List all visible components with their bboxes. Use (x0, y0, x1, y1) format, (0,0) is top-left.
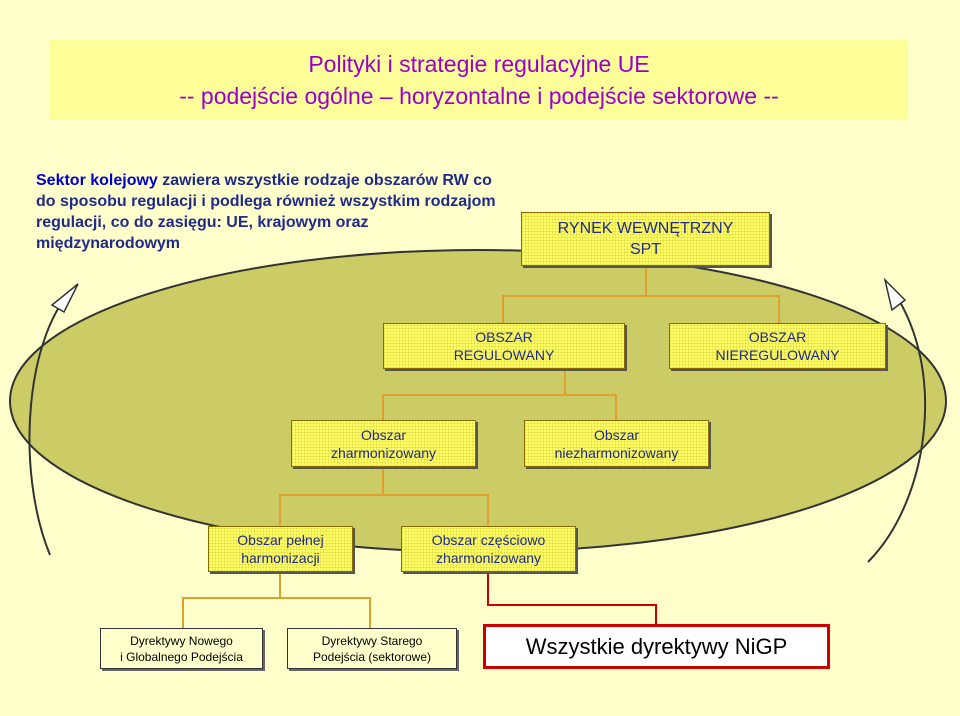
node-partial-harmonization-line1: Obszar częściowo (431, 532, 546, 548)
node-partial-harmonization-line2: zharmonizowany (435, 550, 542, 566)
sector-description-text: zawiera wszystkie rodzaje obszarów RW co… (36, 172, 496, 252)
node-full-harmonization: Obszar pełnej harmonizacji (208, 526, 353, 572)
right-arrow-head (883, 277, 907, 312)
node-internal-market-line2: SPT (629, 241, 662, 258)
node-regulated-area: OBSZAR REGULOWANY (383, 323, 625, 369)
node-full-harmonization-line2: harmonizacji (241, 550, 320, 566)
node-unregulated-area: OBSZAR NIEREGULOWANY (669, 323, 886, 369)
node-harmonized-line2: zharmonizowany (330, 444, 437, 461)
node-new-approach-line1: Dyrektywy Nowego (130, 633, 233, 648)
node-regulated-line1: OBSZAR (475, 329, 533, 345)
red-connector (487, 572, 657, 624)
title-line-2: -- podejście ogólne – horyzontalne i pod… (179, 83, 779, 109)
node-harmonized-area: Obszar zharmonizowany (291, 420, 476, 467)
node-non-harmonized-area: Obszar niezharmonizowany (524, 420, 709, 467)
node-harmonized-line1: Obszar (360, 426, 407, 443)
node-internal-market-line1: RYNEK WEWNĘTRZNY (557, 220, 734, 237)
node-old-approach-line2: Podejścia (sektorowe) (312, 649, 432, 664)
node-non-harmonized-line1: Obszar (593, 426, 640, 443)
node-unregulated-line2: NIEREGULOWANY (715, 347, 840, 363)
node-partial-harmonization: Obszar częściowo zharmonizowany (401, 526, 576, 572)
ellipse-background (9, 249, 947, 553)
node-unregulated-line1: OBSZAR (748, 329, 807, 345)
node-new-approach-directives: Dyrektywy Nowego i Globalnego Podejścia (100, 628, 263, 669)
sector-description: Sektor kolejowy zawiera wszystkie rodzaj… (36, 170, 496, 254)
node-all-nigp-directives: Wszystkie dyrektywy NiGP (483, 624, 830, 669)
title-line-1: Polityki i strategie regulacyjne UE (308, 51, 650, 77)
node-old-approach-directives: Dyrektywy Starego Podejścia (sektorowe) (287, 628, 457, 669)
node-old-approach-line1: Dyrektywy Starego (321, 633, 423, 648)
node-regulated-line2: REGULOWANY (453, 347, 555, 363)
right-curved-arrow (867, 279, 927, 563)
connector-lines (182, 266, 780, 628)
node-full-harmonization-line1: Obszar pełnej (237, 532, 324, 548)
node-internal-market: RYNEK WEWNĘTRZNY SPT (521, 212, 770, 266)
sector-highlight: Sektor kolejowy (36, 172, 158, 189)
left-arrow-head (50, 283, 79, 314)
node-non-harmonized-line2: niezharmonizowany (554, 444, 679, 461)
node-new-approach-line2: i Globalnego Podejścia (120, 649, 243, 664)
title-box: Polityki i strategie regulacyjne UE -- p… (50, 40, 908, 120)
